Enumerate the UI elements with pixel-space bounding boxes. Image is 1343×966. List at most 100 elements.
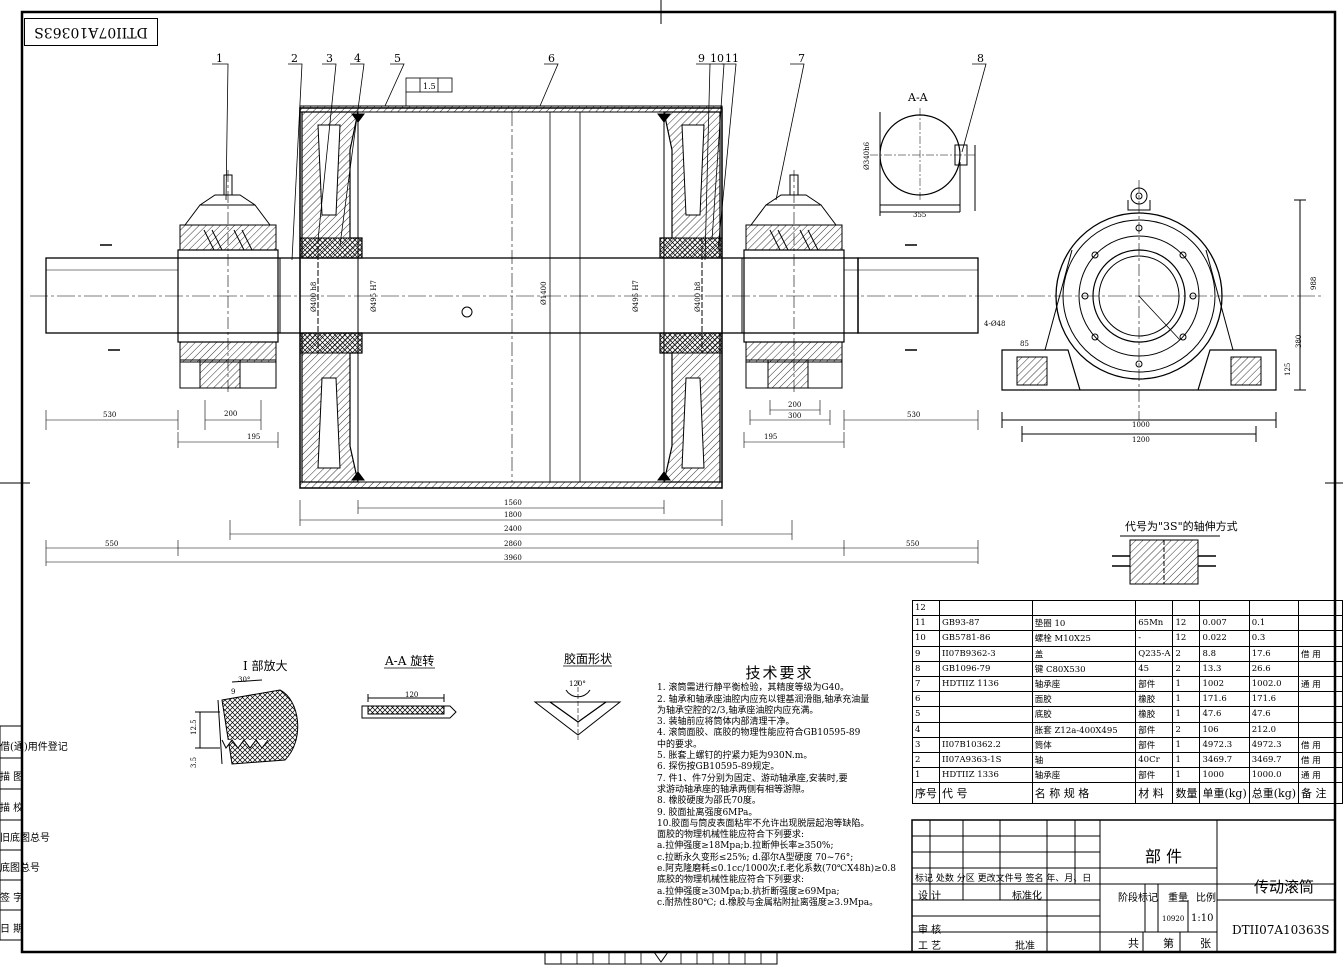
tech-line: 6. 探伤按GB10595-89规定。 [657,762,780,773]
dim-dia400-right: Ø400 h8 [694,282,702,312]
bom-cell: Q235-A [1135,645,1174,662]
bom-header-cell: 单重(kg) [1199,782,1250,805]
tb-scale-value: 1:10 [1191,913,1214,924]
dim-dia495-left: Ø495 H7 [370,280,378,312]
bom-cell [1298,630,1343,647]
bom-cell: 轴承座 [1031,767,1137,784]
dim-1000: 1000 [1132,421,1150,429]
tb-weight-value: 10920 [1162,915,1185,923]
detail-3-5: 3.5 [190,757,198,768]
bom-cell: 橡胶 [1135,706,1174,723]
dim-125: 125 [1284,363,1292,376]
balloon-10: 10 [710,52,724,65]
bom-cell: 借 用 [1298,736,1343,753]
dim-195-right: 195 [764,433,777,441]
dim-2400: 2400 [504,525,522,533]
section-aa-rot-label: A-A 旋转 [384,653,434,668]
balloon-9: 9 [698,52,705,65]
tech-line: a.拉伸强度≥30Mpa;b.抗折断强度≥69Mpa; [657,886,840,897]
bom-cell: 13.3 [1199,660,1250,677]
bom-cell [1135,599,1174,617]
dim-530-left: 530 [103,411,116,419]
bottom-ruler [544,951,778,965]
bom-cell: 2 [1172,645,1201,662]
bom-cell: GB5781-86 [939,630,1033,647]
bom-cell: 1 [1172,691,1201,708]
tb-page: 第 [1163,937,1174,950]
tech-line: c.耐热性80℃; d.橡胶与金属粘附扯离强度≥3.9Mpa。 [657,897,879,908]
bom-cell: 65Mn [1135,615,1174,632]
bom-cell: 4972.3 [1248,736,1300,753]
dim-1200: 1200 [1132,436,1150,444]
bom-cell [939,721,1033,738]
tb-weight-label: 重量 [1168,893,1188,904]
dim-200-left: 200 [224,410,237,418]
side-label-5: 签 字 [0,893,24,904]
bom-cell: 6 [912,691,940,708]
tech-line: 3. 装轴前应将筒体内部清理干净。 [657,717,795,728]
bom-cell: 40Cr [1135,751,1174,769]
bom-cell: II07A9363-1S [939,751,1033,769]
bom-cell [1248,599,1300,617]
bom-cell [1031,599,1137,617]
tb-sheet: 张 [1200,937,1211,950]
bom-cell: 4 [912,721,940,738]
tb-part-name: 传动滚筒 [1254,878,1315,896]
bom-cell: - [1135,630,1174,647]
tech-line: 8. 橡胶硬度为邵氏70度。 [657,796,761,807]
tech-line: c.拉断永久变形≤25%; d.邵尔A型硬度 70~76°; [657,852,854,863]
balloon-11: 11 [725,52,739,65]
bom-cell: 11 [912,615,940,632]
bom-cell: 通 用 [1298,675,1343,693]
bom-header-cell: 名 称 规 格 [1031,782,1137,805]
bom-cell: 12 [1172,615,1201,632]
bom-cell: 4972.3 [1199,736,1250,753]
tech-line: 1. 滚筒需进行静平衡检验，其精度等级为G40。 [657,683,850,694]
side-label-0: 借(通)用件登记 [0,742,68,753]
bom-cell: 17.6 [1248,645,1300,662]
tech-line: 2. 轴承和轴承座油腔内应充以锂基润滑脂,轴承充油量 [657,694,870,705]
bom-cell: 底胶 [1031,706,1137,723]
bom-header-cell: 总重(kg) [1248,782,1300,805]
tb-approve: 批准 [1015,941,1035,952]
bom-cell [939,599,1033,617]
bom-cell: 2 [912,751,940,769]
dim-355: 355 [913,211,926,219]
bom-cell [1298,599,1343,617]
bom-header-cell: 序号 [912,782,940,805]
tech-line: 5. 胀套上螺钉的拧紧力矩为930N.m。 [657,751,813,762]
bom-cell [1298,660,1343,677]
bom-cell: 面胶 [1031,691,1137,708]
bom-cell [1298,691,1343,708]
bom-cell: 胀套 Z12a-400X495 [1031,721,1137,738]
bom-cell: 0.3 [1248,630,1300,647]
tech-requirements: 技术要求 1. 滚筒需进行静平衡检验，其精度等级为G40。 2. 轴承和轴承座油… [657,665,902,909]
bom-cell: 0.1 [1248,615,1300,632]
tech-line: 底胶的物理机械性能应符合下列要求: [657,875,805,886]
bom-cell: 1 [1172,751,1201,769]
tech-line: 10.胶面与筒皮表面粘牢不允许出现脱层起泡等缺陷。 [657,818,870,829]
bom-cell: 47.6 [1199,706,1250,723]
tech-line: 为轴承空腔的2/3,轴承座油腔内应充满。 [657,705,819,716]
bom-cell [939,706,1033,723]
main-section-view [30,105,1322,489]
bom-cell: 0.007 [1199,615,1250,632]
bom-cell: HDTIIZ 1336 [939,767,1033,784]
detail-12-5: 12.5 [190,719,198,735]
bom-cell: 212.0 [1248,721,1300,738]
tech-line: 9. 胶面扯离强度6MPa。 [657,807,758,818]
bom-cell: 借 用 [1298,751,1343,769]
bom-cell: 2 [1172,721,1201,738]
balloon-leaders [212,63,987,261]
tb-total: 共 [1128,937,1139,950]
dim-988: 988 [1310,277,1318,290]
dim-dia400-left: Ø400 h8 [310,282,318,312]
bom-cell: 9 [912,645,940,662]
dim-2860: 2860 [504,540,522,548]
balloon-4: 4 [354,52,361,65]
